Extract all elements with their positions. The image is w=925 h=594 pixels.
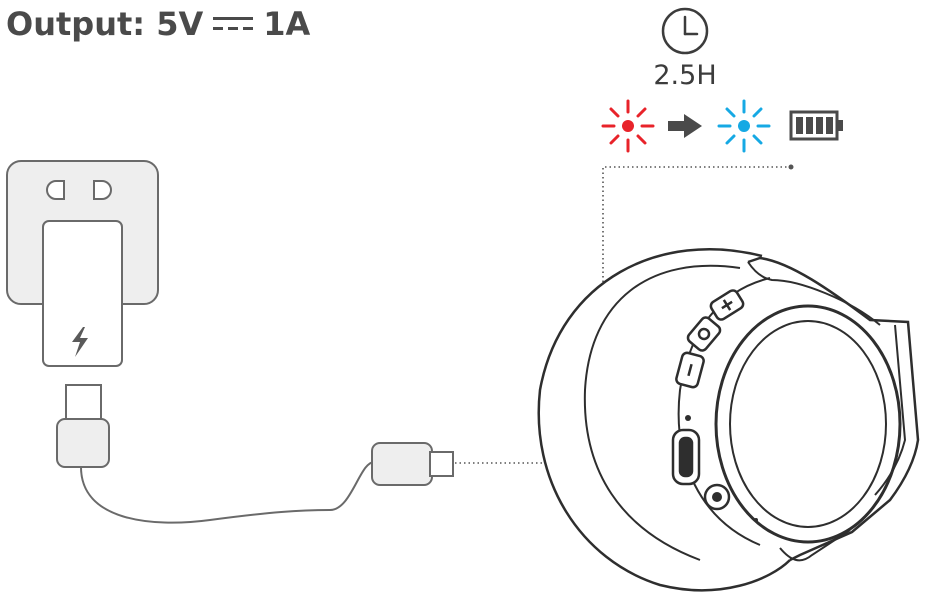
lightning-icon [72,327,88,357]
usb-a-connector [56,384,110,468]
output-spec: Output: 5V 1A [6,2,310,46]
usb-c-connector [371,442,454,486]
charging-time-label: 2.5H [653,60,717,91]
volume-up-button [709,289,745,321]
output-current-label: 1A [263,5,311,43]
device-buttons [675,289,745,389]
usb-cable [80,461,376,524]
usb-adapter [42,220,123,367]
right-arrow-icon [668,114,702,138]
red-led-icon [601,99,655,153]
output-voltage-label: Output: 5V [6,5,204,43]
dc-current-icon [211,13,255,35]
mic-hole [754,518,758,522]
blue-led-icon [717,99,771,153]
volume-down-button [675,351,705,389]
clock-icon [661,7,709,55]
audio-jack [703,483,731,511]
battery-full-icon [789,110,843,141]
usb-c-port [671,428,701,486]
led-indicator [685,415,691,421]
pointer-dot [788,164,794,170]
play-pause-button [686,316,722,352]
